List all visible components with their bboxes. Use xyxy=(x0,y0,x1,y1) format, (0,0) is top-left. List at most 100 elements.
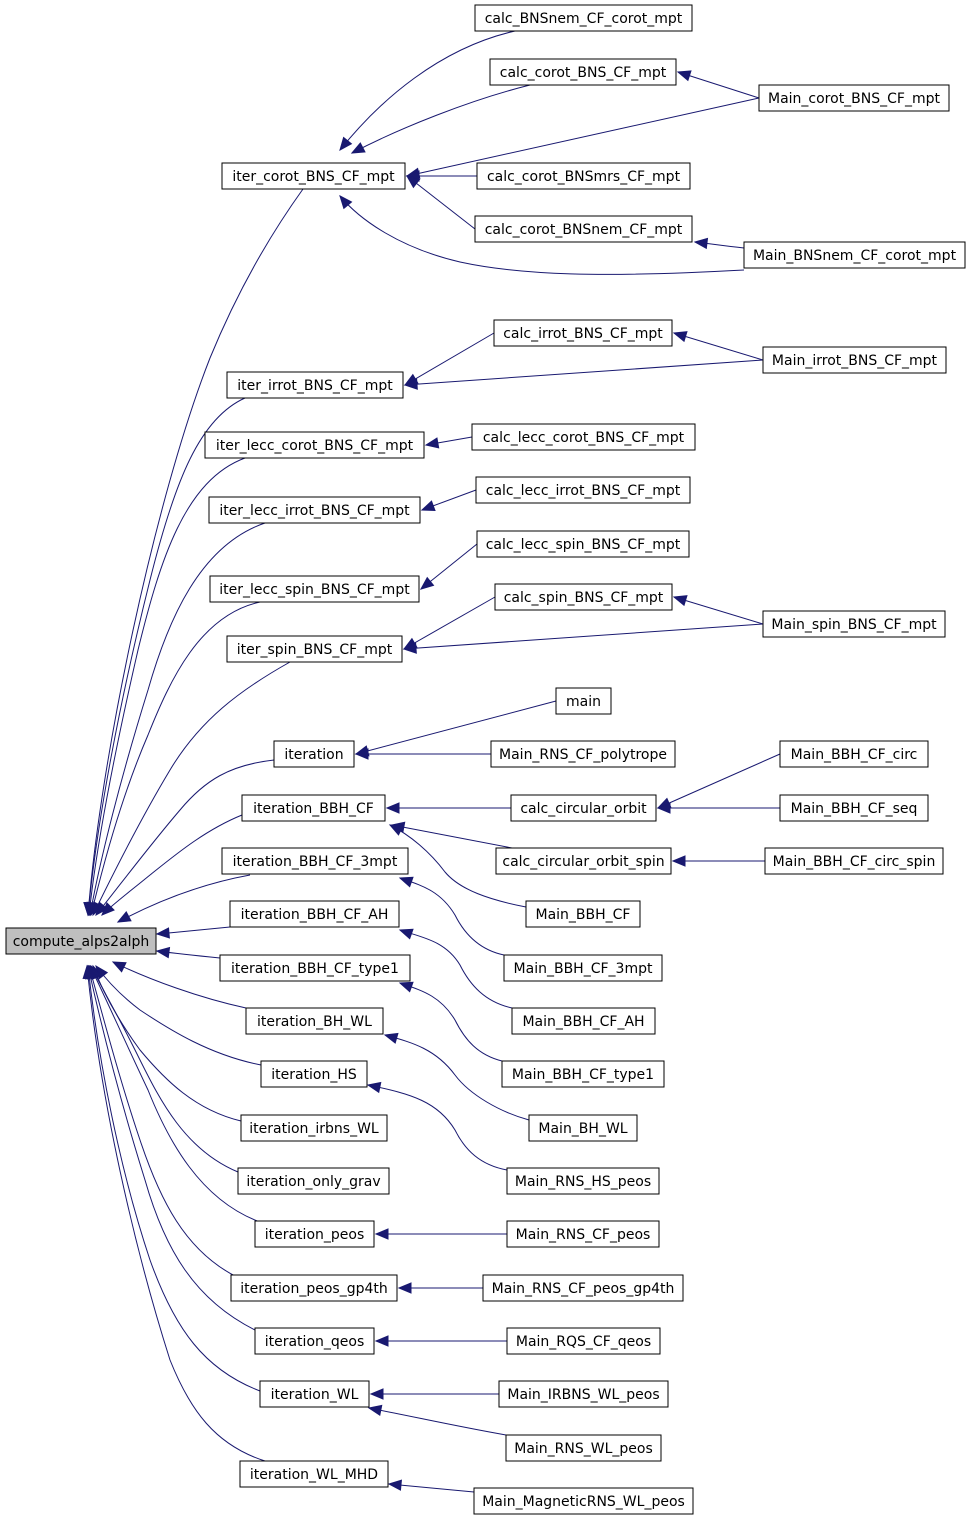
edge-Main_spin_BNS_CF_mpt-to-calc_spin_BNS_CF_mpt xyxy=(672,595,764,625)
node-label: calc_spin_BNS_CF_mpt xyxy=(504,590,664,606)
node-iteration_peos_gp4th[interactable]: iteration_peos_gp4th xyxy=(230,1274,398,1302)
node-Main_BNSnem_CF_corot_mpt[interactable]: Main_BNSnem_CF_corot_mpt xyxy=(743,241,966,269)
node-calc_lecc_spin_BNS_CF_mpt[interactable]: calc_lecc_spin_BNS_CF_mpt xyxy=(476,530,690,558)
node-label: compute_alps2alph xyxy=(13,934,150,950)
node-Main_RNS_CF_polytrope[interactable]: Main_RNS_CF_polytrope xyxy=(490,740,676,768)
node-box xyxy=(471,423,696,451)
edge-Main_IRBNS_WL_peos-to-iteration_WL xyxy=(369,1388,499,1400)
node-iter_lecc_irrot_BNS_CF_mpt[interactable]: iter_lecc_irrot_BNS_CF_mpt xyxy=(208,496,421,524)
node-calc_corot_BNSnem_CF_mpt[interactable]: calc_corot_BNSnem_CF_mpt xyxy=(474,215,693,243)
edges xyxy=(82,30,781,1493)
node-label: iteration_qeos xyxy=(265,1334,365,1350)
node-box xyxy=(493,319,673,347)
node-Main_RNS_HS_peos[interactable]: Main_RNS_HS_peos xyxy=(506,1167,660,1195)
node-box xyxy=(259,1380,370,1408)
node-label: calc_irrot_BNS_CF_mpt xyxy=(503,326,663,342)
node-Main_BBH_CF_circ_spin[interactable]: Main_BBH_CF_circ_spin xyxy=(764,847,944,875)
node-calc_lecc_corot_BNS_CF_mpt[interactable]: calc_lecc_corot_BNS_CF_mpt xyxy=(471,423,696,451)
node-iteration_BH_WL[interactable]: iteration_BH_WL xyxy=(245,1007,384,1035)
node-iter_corot_BNS_CF_mpt[interactable]: iter_corot_BNS_CF_mpt xyxy=(221,162,406,190)
edge-Main_irrot_BNS_CF_mpt-to-iter_irrot_BNS_CF_mpt xyxy=(403,359,764,390)
node-Main_BBH_CF_circ[interactable]: Main_BBH_CF_circ xyxy=(779,740,929,768)
node-label: Main_MagneticRNS_WL_peos xyxy=(482,1494,685,1510)
node-calc_spin_BNS_CF_mpt[interactable]: calc_spin_BNS_CF_mpt xyxy=(494,583,673,611)
node-Main_RQS_CF_qeos[interactable]: Main_RQS_CF_qeos xyxy=(506,1327,661,1355)
node-label: iteration_WL_MHD xyxy=(250,1467,378,1483)
node-Main_RNS_CF_peos[interactable]: Main_RNS_CF_peos xyxy=(506,1220,660,1248)
edge-Main_BBH_CF_circ-to-calc_circular_orbit xyxy=(656,753,781,809)
node-Main_BBH_CF[interactable]: Main_BBH_CF xyxy=(525,900,641,928)
node-iteration_BBH_CF_AH[interactable]: iteration_BBH_CF_AH xyxy=(229,900,400,928)
node-iter_lecc_corot_BNS_CF_mpt[interactable]: iter_lecc_corot_BNS_CF_mpt xyxy=(204,431,425,459)
node-box xyxy=(506,1327,661,1355)
node-Main_BBH_CF_3mpt[interactable]: Main_BBH_CF_3mpt xyxy=(503,954,663,982)
node-calc_lecc_irrot_BNS_CF_mpt[interactable]: calc_lecc_irrot_BNS_CF_mpt xyxy=(475,476,691,504)
node-iteration_only_grav[interactable]: iteration_only_grav xyxy=(237,1167,390,1195)
node-box xyxy=(241,794,386,822)
node-label: Main_BBH_CF_circ xyxy=(791,747,918,763)
node-iter_lecc_spin_BNS_CF_mpt[interactable]: iter_lecc_spin_BNS_CF_mpt xyxy=(209,575,420,603)
node-box xyxy=(476,162,691,190)
node-Main_IRBNS_WL_peos[interactable]: Main_IRBNS_WL_peos xyxy=(498,1380,669,1408)
node-iteration_irbns_WL[interactable]: iteration_irbns_WL xyxy=(240,1114,388,1142)
node-iteration_BBH_CF[interactable]: iteration_BBH_CF xyxy=(241,794,386,822)
node-Main_corot_BNS_CF_mpt[interactable]: Main_corot_BNS_CF_mpt xyxy=(758,84,950,112)
edge-Main_RNS_HS_peos-to-iteration_HS xyxy=(366,1081,508,1171)
node-iteration_WL_MHD[interactable]: iteration_WL_MHD xyxy=(239,1460,389,1488)
node-Main_RNS_CF_peos_gp4th[interactable]: Main_RNS_CF_peos_gp4th xyxy=(482,1274,684,1302)
node-label: calc_corot_BNSmrs_CF_mpt xyxy=(487,169,681,185)
node-calc_circular_orbit[interactable]: calc_circular_orbit xyxy=(510,794,657,822)
node-box xyxy=(260,1060,368,1088)
node-iter_spin_BNS_CF_mpt[interactable]: iter_spin_BNS_CF_mpt xyxy=(226,635,403,663)
edge-iteration_BH_WL-to-compute_alps2alph xyxy=(111,961,247,1009)
node-box xyxy=(221,162,406,190)
node-label: iteration_peos_gp4th xyxy=(240,1281,388,1297)
node-label: Main_BBH_CF_AH xyxy=(522,1014,644,1030)
node-iteration[interactable]: iteration xyxy=(273,740,355,768)
node-calc_irrot_BNS_CF_mpt[interactable]: calc_irrot_BNS_CF_mpt xyxy=(493,319,673,347)
node-calc_corot_BNS_CF_mpt[interactable]: calc_corot_BNS_CF_mpt xyxy=(489,58,677,86)
edge-Main_spin_BNS_CF_mpt-to-iter_spin_BNS_CF_mpt xyxy=(402,623,764,654)
node-iteration_BBH_CF_type1[interactable]: iteration_BBH_CF_type1 xyxy=(219,954,411,982)
node-iteration_BBH_CF_3mpt[interactable]: iteration_BBH_CF_3mpt xyxy=(221,847,409,875)
node-iteration_peos[interactable]: iteration_peos xyxy=(254,1220,375,1248)
node-label: calc_circular_orbit xyxy=(520,801,647,817)
node-iter_irrot_BNS_CF_mpt[interactable]: iter_irrot_BNS_CF_mpt xyxy=(226,371,404,399)
node-iteration_HS[interactable]: iteration_HS xyxy=(260,1060,368,1088)
edge-calc_corot_BNSnem_CF_mpt-to-iter_corot_BNS_CF_mpt xyxy=(405,175,476,230)
node-box xyxy=(505,1434,662,1462)
node-Main_RNS_WL_peos[interactable]: Main_RNS_WL_peos xyxy=(505,1434,662,1462)
node-iteration_WL[interactable]: iteration_WL xyxy=(259,1380,370,1408)
nodes: compute_alps2alph iter_corot_BNS_CF_mptit… xyxy=(5,4,966,1515)
node-Main_BH_WL[interactable]: Main_BH_WL xyxy=(528,1114,638,1142)
node-label: iter_irrot_BNS_CF_mpt xyxy=(237,378,393,394)
node-box xyxy=(237,1167,390,1195)
node-Main_irrot_BNS_CF_mpt[interactable]: Main_irrot_BNS_CF_mpt xyxy=(762,346,947,374)
node-Main_BBH_CF_AH[interactable]: Main_BBH_CF_AH xyxy=(511,1007,656,1035)
node-Main_BBH_CF_type1[interactable]: Main_BBH_CF_type1 xyxy=(501,1060,665,1088)
node-label: Main_corot_BNS_CF_mpt xyxy=(768,91,941,107)
node-box xyxy=(473,1487,694,1515)
node-box xyxy=(204,431,425,459)
node-calc_corot_BNSmrs_CF_mpt[interactable]: calc_corot_BNSmrs_CF_mpt xyxy=(476,162,691,190)
node-box xyxy=(528,1114,638,1142)
node-compute_alps2alph[interactable]: compute_alps2alph xyxy=(5,927,157,955)
node-Main_BBH_CF_seq[interactable]: Main_BBH_CF_seq xyxy=(779,794,929,822)
node-iteration_qeos[interactable]: iteration_qeos xyxy=(254,1327,375,1355)
node-label: iteration_BH_WL xyxy=(257,1014,372,1030)
node-box xyxy=(779,740,929,768)
edge-calc_circular_orbit_spin-to-iteration_BBH_CF xyxy=(390,821,513,849)
node-box xyxy=(490,740,676,768)
node-label: calc_lecc_corot_BNS_CF_mpt xyxy=(483,430,685,446)
edge-iter_irrot_BNS_CF_mpt-to-compute_alps2alph xyxy=(83,397,246,917)
node-Main_MagneticRNS_WL_peos[interactable]: Main_MagneticRNS_WL_peos xyxy=(473,1487,694,1515)
edge-iteration_BBH_CF_type1-to-compute_alps2alph xyxy=(155,946,221,959)
node-label: iteration_peos xyxy=(265,1227,365,1243)
node-box xyxy=(475,476,691,504)
node-main[interactable]: main xyxy=(555,687,612,715)
edge-calc_irrot_BNS_CF_mpt-to-iter_irrot_BNS_CF_mpt xyxy=(403,332,495,386)
node-calc_circular_orbit_spin[interactable]: calc_circular_orbit_spin xyxy=(495,847,672,875)
node-calc_BNSnem_CF_corot_mpt[interactable]: calc_BNSnem_CF_corot_mpt xyxy=(474,4,693,32)
node-Main_spin_BNS_CF_mpt[interactable]: Main_spin_BNS_CF_mpt xyxy=(762,610,946,638)
